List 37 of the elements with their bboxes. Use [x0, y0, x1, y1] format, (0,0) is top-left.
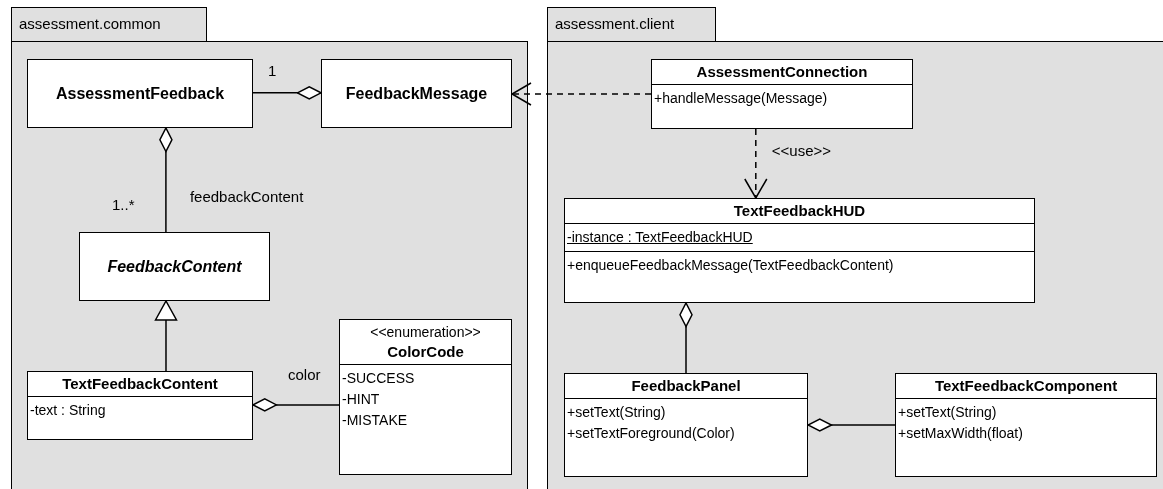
class-name: TextFeedbackContent [62, 374, 218, 394]
class-member: -SUCCESS [342, 369, 415, 388]
class-member: +handleMessage(Message) [654, 89, 828, 108]
class-name: FeedbackContent [107, 256, 242, 277]
class-member: +setTextForeground(Color) [567, 424, 735, 443]
edge-label: feedbackContent [189, 188, 304, 206]
class-box [564, 373, 808, 477]
class-name: FeedbackMessage [345, 83, 488, 104]
class-member: +setText(String) [898, 403, 997, 422]
class-box [27, 59, 253, 128]
class-box [651, 59, 913, 129]
class-box [564, 198, 1035, 303]
class-name: TextFeedbackComponent [934, 376, 1118, 396]
multiplicity-label: 1..* [112, 196, 135, 214]
class-name: AssessmentConnection [696, 62, 868, 82]
edge-label: <<use>> [771, 142, 832, 160]
multiplicity-label: 1 [268, 62, 277, 80]
class-member: +setText(String) [567, 403, 666, 422]
class-box [321, 59, 512, 128]
stereotype-text: <<enumeration>> [370, 323, 481, 342]
class-member: -text : String [30, 401, 106, 420]
class-member: -HINT [342, 390, 380, 409]
package-tab: assessment.common [11, 7, 207, 42]
class-member: -MISTAKE [342, 411, 408, 430]
class-name: ColorCode [387, 342, 464, 362]
class-box [27, 371, 253, 440]
class-box [339, 319, 512, 475]
class-box [79, 232, 270, 301]
package-tab: assessment.client [547, 7, 716, 42]
edge-label: color [288, 365, 321, 384]
class-name: FeedbackPanel [631, 376, 741, 396]
class-member: +enqueueFeedbackMessage(TextFeedbackContent) [567, 256, 894, 275]
class-member: -instance : TextFeedbackHUD [567, 228, 753, 247]
class-name: AssessmentFeedback [55, 83, 225, 104]
class-name: TextFeedbackHUD [733, 201, 866, 221]
class-box [895, 373, 1157, 477]
class-member: +setMaxWidth(float) [898, 424, 1023, 443]
